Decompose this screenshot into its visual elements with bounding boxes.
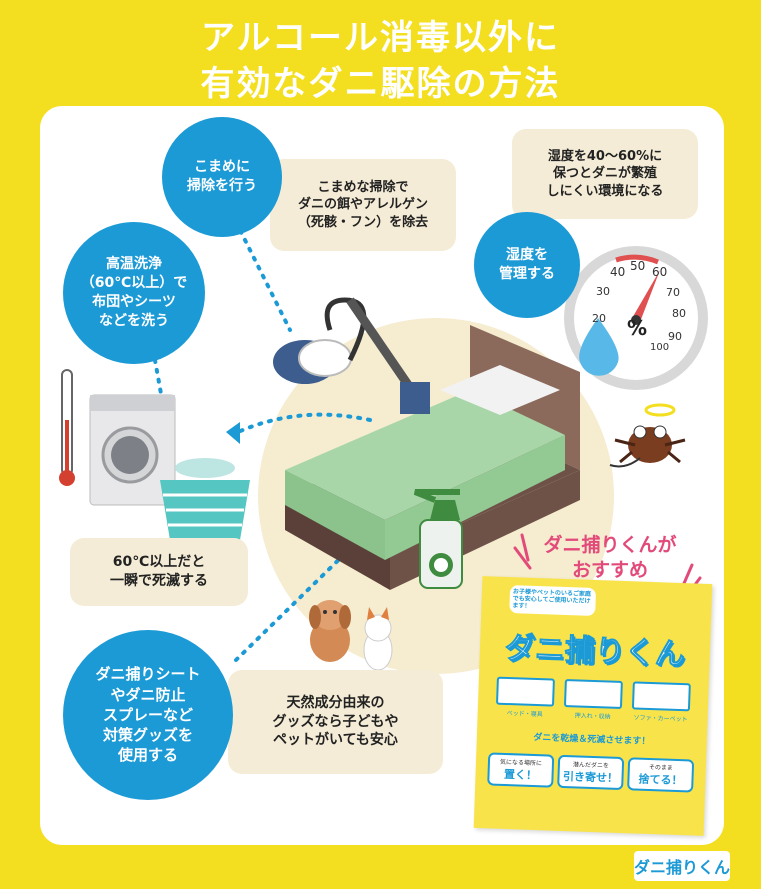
product-tagline: ダニを乾燥＆死滅させます！ <box>533 732 651 748</box>
feature-bed: ベッド・寝具 <box>495 676 555 719</box>
laundry-basket-icon <box>160 458 250 540</box>
step-attract: 潜んだダニを 引き寄せ！ <box>557 754 625 791</box>
bubble-goods: ダニ捕りシート やダニ防止 スプレーなど 対策グッズを 使用する <box>63 630 233 800</box>
water-drop-icon <box>579 318 619 376</box>
product-name: ダニ捕りくん <box>504 630 686 673</box>
tick-50: 50 <box>630 259 646 273</box>
note-washing: 60℃以上だと 一瞬で死滅する <box>70 538 248 606</box>
bed-icon <box>285 325 580 590</box>
step-dispose: そのまま 捨てる！ <box>627 757 695 793</box>
dust-mite-icon <box>609 403 686 468</box>
bubble-washing: 高温洗浄 （60℃以上）で 布団やシーツ などを洗う <box>63 222 205 364</box>
tick-90: 90 <box>668 330 682 343</box>
spray-bottle-icon <box>413 489 463 589</box>
tick-80: 80 <box>672 307 686 320</box>
feature-sofa: ソファ・カーペット <box>631 681 691 723</box>
recommend-label: ダニ捕りくんが おすすめ <box>543 534 677 581</box>
note-goods: 天然成分由来の グッズなら子どもや ペットがいても安心 <box>228 670 443 774</box>
hygrometer-unit: % <box>627 316 648 340</box>
feature-storage: 押入れ・収納 <box>563 679 623 721</box>
bubble-humidity: 湿度を 管理する <box>474 212 580 318</box>
page-title-line1: アルコール消毒以外に <box>201 18 560 58</box>
page-title-line2: 有効なダニ駆除の方法 <box>200 64 561 104</box>
product-badge: お子様やペットのいるご家庭でも安心してご使用いただけます！ <box>509 585 597 616</box>
tick-70: 70 <box>666 286 680 299</box>
washing-machine-icon <box>89 394 176 506</box>
note-humidity: 湿度を40〜60%に 保つとダニが繁殖 しにくい環境になる <box>512 129 698 219</box>
tick-40: 40 <box>610 265 626 279</box>
dog-icon <box>309 600 351 662</box>
bubble-cleaning: こまめに 掃除を行う <box>162 117 282 237</box>
product-package: お子様やペットのいるご家庭でも安心してご使用いただけます！ ダニ捕りくん ベッド… <box>473 576 713 836</box>
tick-100: 100 <box>650 342 670 353</box>
arrow-head-icon <box>226 422 240 444</box>
tick-30: 30 <box>596 285 610 298</box>
vacuum-cleaner-icon <box>273 297 430 414</box>
cat-icon <box>363 607 393 671</box>
thermometer-icon <box>59 369 75 486</box>
note-cleaning: こまめな掃除で ダニの餌やアレルゲン （死骸・フン）を除去 <box>270 159 456 251</box>
brand-logo: ダニ捕りくん <box>634 851 730 881</box>
tick-60: 60 <box>652 265 668 279</box>
tick-20: 20 <box>592 312 606 325</box>
step-place: 気になる場所に 置く！ <box>487 752 555 788</box>
